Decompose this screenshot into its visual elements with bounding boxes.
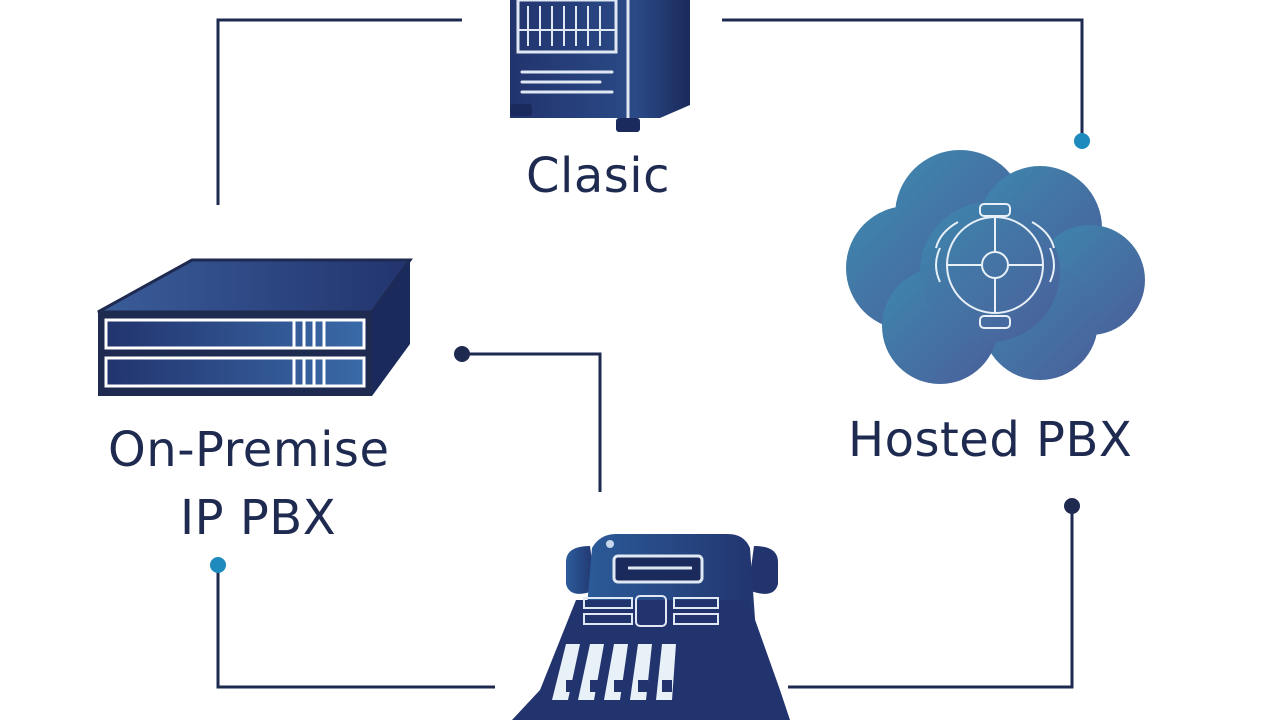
hosted-pbx-label: Hosted PBX — [848, 412, 1133, 468]
connector-classic-to-hosted — [722, 18, 1084, 140]
connector-onprem-to-phone — [216, 565, 495, 689]
connector-dot — [454, 346, 470, 362]
connector-hosted-to-phone — [788, 506, 1074, 689]
classic-label: Clasic — [526, 148, 670, 204]
connector-dot — [1074, 133, 1090, 149]
on-premise-label-line2: IP PBX — [180, 490, 337, 546]
on-premise-label-line1: On-Premise — [108, 422, 390, 478]
connector-classic-to-onprem — [216, 18, 462, 205]
connector-onprem-inner — [462, 352, 602, 492]
connector-dot — [1064, 498, 1080, 514]
connector-dot — [210, 557, 226, 573]
